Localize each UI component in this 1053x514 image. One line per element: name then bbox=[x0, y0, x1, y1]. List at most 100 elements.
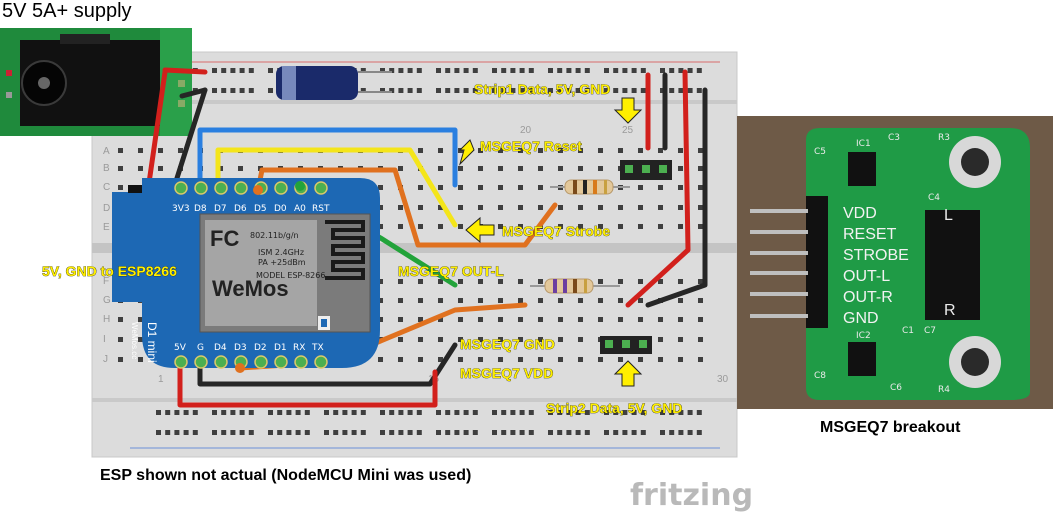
breadboard-hole bbox=[454, 88, 460, 93]
breadboard-hole bbox=[598, 224, 603, 229]
breadboard-hole bbox=[658, 148, 663, 153]
breadboard-hole bbox=[389, 410, 395, 415]
breadboard-hole bbox=[498, 298, 503, 303]
breadboard-hole bbox=[418, 185, 423, 190]
breadboard-hole bbox=[458, 298, 463, 303]
breadboard-hole bbox=[528, 88, 534, 93]
breadboard-hole bbox=[519, 410, 525, 415]
breadboard-hole bbox=[678, 430, 684, 435]
breadboard-hole bbox=[454, 410, 460, 415]
breadboard-hole bbox=[548, 430, 553, 435]
breadboard-hole bbox=[501, 430, 507, 435]
wire-red-vdd bbox=[177, 362, 438, 408]
esp-pin-pad bbox=[194, 355, 208, 369]
breadboard-hole bbox=[510, 430, 516, 435]
esp-pin-pad bbox=[314, 355, 328, 369]
breadboard-hole bbox=[678, 279, 683, 284]
label-strobe: MSGEQ7 Strobe bbox=[502, 223, 610, 239]
breadboard-hole bbox=[640, 430, 646, 435]
esp-module-line: ISM 2.4GHz bbox=[258, 248, 304, 257]
breadboard-hole bbox=[518, 357, 523, 362]
breadboard-hole bbox=[492, 410, 497, 415]
breadboard-hole bbox=[458, 317, 463, 322]
breadboard-hole bbox=[698, 224, 703, 229]
breadboard-hole bbox=[613, 430, 619, 435]
breadboard-hole bbox=[304, 410, 310, 415]
arrows bbox=[458, 97, 643, 387]
breadboard-hole bbox=[380, 430, 385, 435]
svg-text:FC: FC bbox=[210, 226, 239, 251]
breadboard-hole bbox=[578, 357, 583, 362]
breadboard-hole bbox=[538, 317, 543, 322]
breadboard-hole bbox=[622, 68, 628, 73]
breadboard-hole bbox=[418, 317, 423, 322]
breadboard-hole bbox=[295, 430, 301, 435]
esp-pin-bottom: D4 bbox=[214, 343, 227, 353]
breadboard-hole bbox=[463, 88, 469, 93]
esp-pin-bottom: RX bbox=[293, 343, 305, 353]
breadboard-hole bbox=[436, 88, 441, 93]
breadboard-hole bbox=[418, 224, 423, 229]
breadboard-hole bbox=[454, 68, 460, 73]
row-mark-d: D bbox=[103, 203, 110, 214]
breadboard-hole bbox=[678, 205, 683, 210]
breadboard-hole bbox=[518, 317, 523, 322]
breadboard-hole bbox=[687, 88, 693, 93]
breadboard-hole bbox=[389, 430, 395, 435]
breadboard-hole bbox=[622, 88, 628, 93]
breadboard-hole bbox=[660, 430, 665, 435]
breadboard-hole bbox=[438, 279, 443, 284]
breadboard-hole bbox=[578, 166, 583, 171]
breadboard-hole bbox=[351, 430, 357, 435]
breadboard-hole bbox=[324, 410, 329, 415]
wire-yellow-strobe bbox=[215, 147, 458, 228]
breadboard-hole bbox=[438, 185, 443, 190]
breadboard-hole bbox=[458, 357, 463, 362]
breadboard-hole bbox=[192, 430, 198, 435]
breadboard-hole bbox=[660, 68, 665, 73]
breadboard-hole bbox=[518, 337, 523, 342]
breadboard-hole bbox=[492, 430, 497, 435]
breadboard-hole bbox=[418, 205, 423, 210]
breadboard-hole bbox=[342, 410, 348, 415]
breadboard-hole bbox=[558, 224, 563, 229]
col-mark-30: 30 bbox=[717, 374, 729, 385]
breadboard-hole bbox=[501, 88, 507, 93]
breadboard-hole bbox=[638, 317, 643, 322]
breadboard-hole bbox=[498, 357, 503, 362]
breadboard-hole bbox=[638, 224, 643, 229]
breadboard-hole bbox=[566, 430, 572, 435]
breadboard-hole bbox=[678, 185, 683, 190]
breadboard-hole bbox=[221, 88, 227, 93]
wire-black-gnd bbox=[197, 342, 458, 387]
esp-pin-top: D5 bbox=[254, 204, 267, 214]
breadboard-hole bbox=[158, 166, 163, 171]
esp-pin-pad bbox=[274, 181, 288, 195]
breadboard-hole bbox=[445, 88, 451, 93]
breadboard-hole bbox=[398, 430, 404, 435]
breadboard-hole bbox=[277, 430, 283, 435]
breadboard-hole bbox=[458, 205, 463, 210]
breadboard-hole bbox=[598, 166, 603, 171]
breadboard-hole bbox=[558, 298, 563, 303]
breadboard-hole bbox=[389, 88, 395, 93]
esp-pin-pad bbox=[314, 181, 328, 195]
row-mark-j: J bbox=[103, 354, 108, 365]
breadboard-hole bbox=[613, 410, 619, 415]
breadboard-hole bbox=[631, 410, 637, 415]
breadboard-hole bbox=[613, 88, 619, 93]
breadboard-hole bbox=[698, 279, 703, 284]
breadboard-hole bbox=[604, 410, 609, 415]
esp-pin-top: D8 bbox=[194, 204, 207, 214]
breadboard-hole bbox=[598, 205, 603, 210]
breadboard-hole bbox=[230, 430, 236, 435]
breadboard-hole bbox=[398, 337, 403, 342]
breadboard-hole bbox=[538, 185, 543, 190]
breadboard-hole bbox=[578, 298, 583, 303]
breadboard-hole bbox=[138, 317, 143, 322]
breadboard-hole bbox=[548, 68, 553, 73]
breadboard-hole bbox=[538, 337, 543, 342]
mark-r4: R4 bbox=[938, 385, 950, 395]
breadboard-hole bbox=[519, 430, 525, 435]
breadboard-hole bbox=[575, 410, 581, 415]
